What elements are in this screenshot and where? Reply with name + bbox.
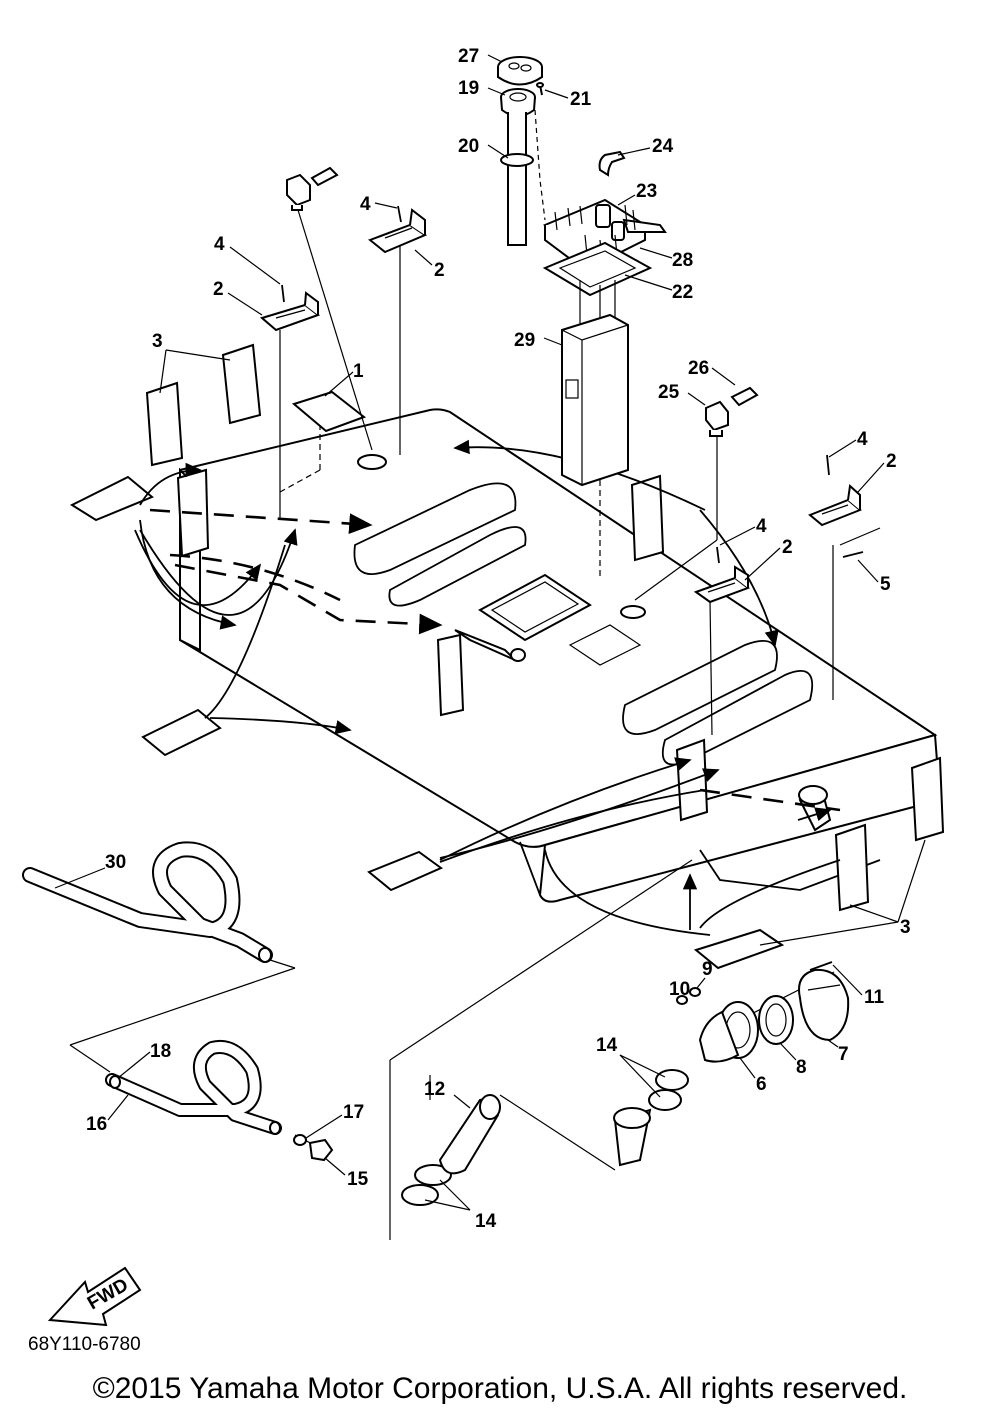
- callout-20: 20: [458, 136, 479, 157]
- callout-16: 16: [86, 1114, 107, 1135]
- callout-5: 5: [880, 574, 891, 595]
- callout-25: 25: [658, 382, 680, 403]
- callout-22: 22: [672, 282, 693, 303]
- callout-1: 1: [353, 361, 364, 382]
- callout-6: 6: [756, 1074, 767, 1095]
- fuel-hoses: [22, 841, 334, 1162]
- callout-9: 9: [702, 959, 713, 980]
- callout-2-top: 2: [434, 260, 445, 281]
- fwd-arrow-icon: FWD: [47, 1266, 142, 1327]
- callout-4-center: 4: [756, 516, 767, 537]
- callout-24: 24: [652, 136, 674, 157]
- callout-15: 15: [347, 1169, 369, 1190]
- fuel-tank: [179, 408, 942, 903]
- callout-30: 30: [105, 852, 126, 873]
- callout-4-left: 4: [214, 234, 225, 255]
- diagram-reference-code: 68Y110-6780: [28, 1334, 141, 1355]
- callout-2-center: 2: [782, 537, 793, 558]
- callout-28: 28: [672, 250, 693, 271]
- callout-labels: 27 19 21 20 24 23 28 22 29 26 25 4 2 4 2…: [54, 46, 926, 1232]
- callout-14-left: 14: [475, 1211, 497, 1232]
- fuel-sender-assembly: [497, 56, 667, 487]
- callout-7: 7: [838, 1044, 849, 1065]
- callout-4-right: 4: [857, 429, 868, 450]
- callout-14-right: 14: [596, 1035, 618, 1056]
- callout-26: 26: [688, 358, 709, 379]
- callout-8: 8: [796, 1057, 807, 1078]
- callout-21: 21: [570, 89, 592, 110]
- callout-2-left: 2: [213, 279, 224, 300]
- callout-10: 10: [669, 979, 690, 1000]
- callout-3-right: 3: [900, 917, 911, 938]
- copyright-notice: ©2015 Yamaha Motor Corporation, U.S.A. A…: [92, 1372, 908, 1405]
- callout-19: 19: [458, 78, 479, 99]
- callout-27: 27: [458, 46, 479, 67]
- callout-12: 12: [424, 1079, 445, 1100]
- placement-arrows: [134, 439, 841, 936]
- brackets-and-sensors: [259, 166, 864, 604]
- callout-11: 11: [864, 987, 885, 1008]
- callout-18: 18: [150, 1041, 171, 1062]
- callout-29: 29: [514, 330, 535, 351]
- callout-17: 17: [343, 1102, 364, 1123]
- callout-3-left: 3: [152, 331, 163, 352]
- filler-neck-parts: [401, 961, 850, 1206]
- callout-23: 23: [636, 181, 657, 202]
- callout-2-right: 2: [886, 451, 897, 472]
- callout-4-top: 4: [360, 194, 371, 215]
